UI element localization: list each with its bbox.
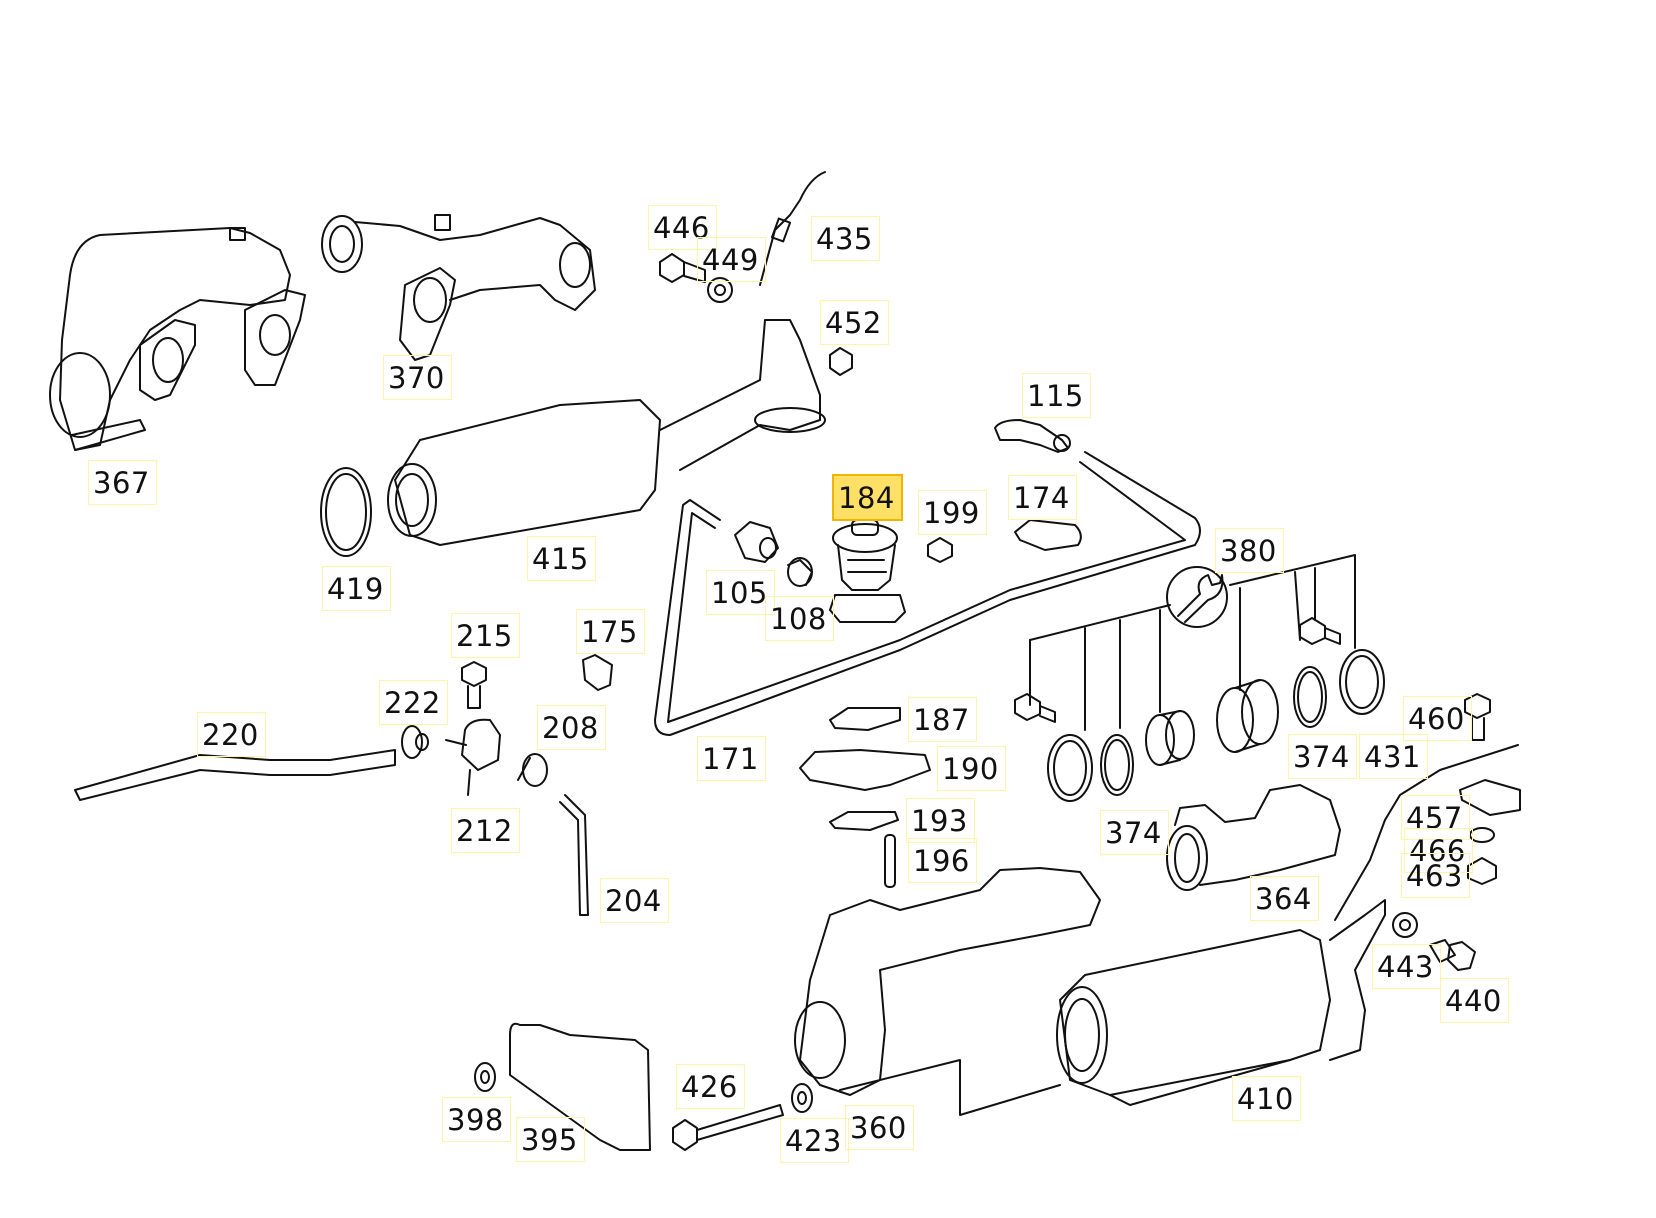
part-label-443[interactable]: 443 (1372, 944, 1441, 989)
part-220-pipe[interactable] (74, 749, 396, 801)
part-label-466[interactable]: 466 (1404, 828, 1473, 873)
part-label-208[interactable]: 208 (537, 705, 606, 750)
part-174-clip[interactable] (1014, 519, 1082, 551)
part-label-105[interactable]: 105 (706, 570, 775, 615)
part-360-manifold[interactable] (794, 867, 1101, 1116)
part-label-193[interactable]: 193 (906, 798, 975, 843)
part-label-171[interactable]: 171 (697, 736, 766, 781)
part-label-415[interactable]: 415 (527, 536, 596, 581)
part-label-374-lower[interactable]: 374 (1100, 810, 1169, 855)
part-label-190[interactable]: 190 (937, 746, 1006, 791)
part-190-gasket[interactable] (799, 749, 931, 791)
part-label-204[interactable]: 204 (600, 878, 669, 923)
part-label-395[interactable]: 395 (516, 1117, 585, 1162)
part-label-212[interactable]: 212 (451, 808, 520, 853)
part-label-187[interactable]: 187 (908, 697, 977, 742)
part-label-452[interactable]: 452 (820, 300, 889, 345)
part-175-clip[interactable] (582, 654, 613, 691)
part-460-bolt[interactable] (1464, 693, 1491, 741)
part-108-adapter[interactable] (787, 557, 813, 587)
part-label-220[interactable]: 220 (197, 712, 266, 757)
part-196-stud[interactable] (884, 834, 896, 888)
part-label-440[interactable]: 440 (1440, 978, 1509, 1023)
part-395-heat-shield[interactable] (509, 1022, 651, 1151)
part-463-nut[interactable] (1467, 857, 1497, 885)
part-415-catalytic-converter[interactable] (387, 319, 826, 546)
part-171-hose[interactable] (654, 451, 1201, 736)
part-105-union-nut[interactable] (734, 521, 779, 563)
wrench-icon (1166, 566, 1228, 628)
part-208-clamp[interactable] (517, 753, 548, 787)
part-446-bolt[interactable] (659, 253, 706, 283)
part-212-valve[interactable] (445, 718, 501, 796)
part-label-370[interactable]: 370 (383, 355, 452, 400)
part-457-sensor[interactable] (1334, 744, 1521, 921)
part-199-nut[interactable] (927, 537, 953, 563)
part-452-nut[interactable] (829, 347, 853, 376)
part-label-215[interactable]: 215 (451, 613, 520, 658)
part-label-431[interactable]: 431 (1359, 734, 1428, 779)
clamp-and-seal-parts[interactable] (1014, 617, 1385, 802)
part-label-435[interactable]: 435 (811, 216, 880, 261)
part-367-exhaust-manifold[interactable] (49, 227, 306, 451)
part-label-398[interactable]: 398 (442, 1097, 511, 1142)
part-label-419[interactable]: 419 (322, 566, 391, 611)
part-label-449[interactable]: 449 (697, 237, 766, 282)
part-215-bolt[interactable] (461, 661, 487, 709)
part-435-temperature-sensor[interactable] (759, 171, 826, 286)
part-label-360[interactable]: 360 (845, 1105, 914, 1150)
part-193-gasket[interactable] (829, 811, 899, 831)
part-label-367[interactable]: 367 (88, 460, 157, 505)
part-label-380[interactable]: 380 (1215, 528, 1284, 573)
part-440-bolt[interactable] (1429, 939, 1476, 971)
part-label-184-selected[interactable]: 184 (832, 474, 903, 521)
part-398-washer[interactable] (474, 1062, 496, 1092)
part-label-115[interactable]: 115 (1022, 373, 1091, 418)
part-label-175[interactable]: 175 (576, 609, 645, 654)
part-label-463[interactable]: 463 (1401, 853, 1470, 898)
part-423-washer[interactable] (791, 1083, 813, 1113)
part-449-washer[interactable] (707, 277, 733, 303)
part-443-washer[interactable] (1392, 912, 1418, 938)
part-label-423[interactable]: 423 (780, 1118, 849, 1163)
part-426-bolt[interactable] (672, 1104, 784, 1151)
part-label-196[interactable]: 196 (908, 838, 977, 883)
part-label-174[interactable]: 174 (1008, 475, 1077, 520)
part-204-hose[interactable] (559, 794, 589, 916)
part-380-repair-kit[interactable] (1029, 554, 1356, 731)
part-label-457[interactable]: 457 (1401, 795, 1470, 840)
part-label-410[interactable]: 410 (1232, 1076, 1301, 1121)
part-label-364[interactable]: 364 (1250, 876, 1319, 921)
part-label-426[interactable]: 426 (676, 1064, 745, 1109)
part-187-plate[interactable] (829, 707, 901, 731)
part-label-108[interactable]: 108 (765, 596, 834, 641)
part-419-gasket-ring[interactable] (320, 467, 372, 557)
part-184-egr-valve[interactable] (829, 519, 906, 623)
part-374-pipe[interactable] (1166, 784, 1341, 891)
part-370-exhaust-manifold[interactable] (321, 214, 596, 361)
part-466-washer[interactable] (1469, 827, 1495, 843)
part-115-elbow-fitting[interactable] (994, 419, 1071, 453)
part-222-clamp[interactable] (401, 725, 429, 759)
part-label-374-upper[interactable]: 374 (1288, 734, 1357, 779)
part-label-222[interactable]: 222 (379, 680, 448, 725)
part-410-catalytic-converter[interactable] (1056, 899, 1386, 1106)
part-label-460[interactable]: 460 (1403, 696, 1472, 741)
part-label-199[interactable]: 199 (918, 490, 987, 535)
